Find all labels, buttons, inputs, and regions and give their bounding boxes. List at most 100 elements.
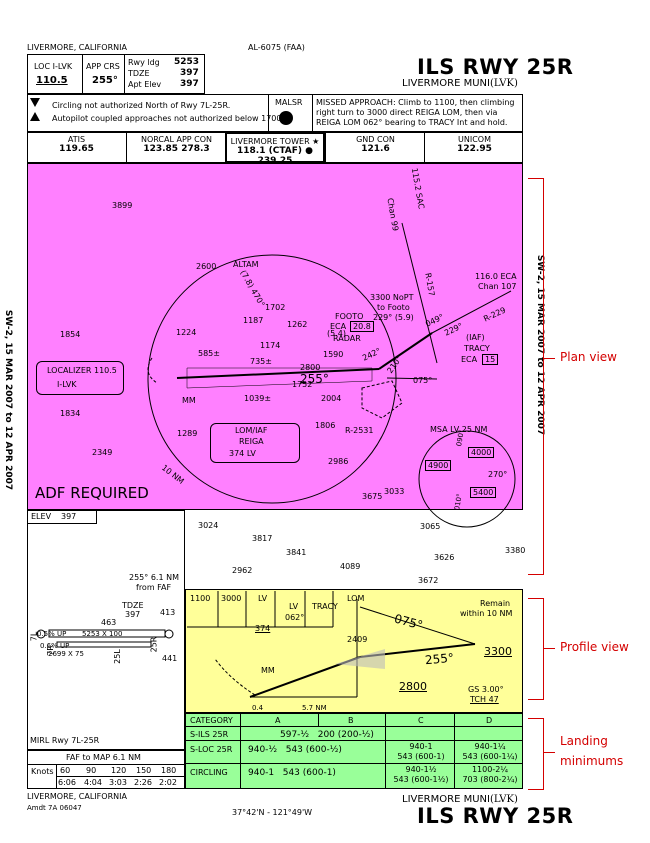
minimums-ab: 597-½ 200 (200-½) (280, 730, 374, 740)
to-footo-label: to Footo (377, 303, 410, 312)
msa-label: MSA LV 25 NM (430, 425, 488, 434)
obstacle-elev: 1289 (177, 429, 198, 438)
footer-city: LIVERMORE, CALIFORNIA (27, 792, 127, 801)
noPT-label: 3300 NoPT (370, 293, 414, 302)
minimums-row-label: S-ILS 25R (190, 730, 229, 739)
profile-view (185, 589, 523, 713)
apt-elev-label: Apt Elev (128, 80, 162, 89)
profile-remain2: within 10 NM (460, 609, 513, 618)
obstacle-elev: 3899 (112, 201, 133, 210)
minimums-row-label: CIRCLING (190, 768, 228, 777)
obstacle-elev: 1262 (287, 320, 308, 329)
profile-lom: LOM (347, 594, 365, 603)
mm-label: MM (182, 396, 196, 405)
footer-title: ILS RWY 25R (417, 804, 574, 828)
obstacle-elev: 2004 (321, 394, 342, 403)
minimums-d: 1100-2¼ 703 (800-2¼) (462, 765, 518, 784)
iaf-label: (IAF) (466, 333, 485, 342)
header-airport: LIVERMORE MUNI(LVK) (402, 78, 518, 89)
minimums-bracket (528, 718, 544, 790)
obstacle-elev: 1039± (244, 394, 272, 403)
radar-label: RADAR (333, 334, 361, 343)
faf-speed: 60 (60, 766, 71, 775)
callout-line (543, 752, 555, 753)
obstacle-elev: 1752 (292, 380, 313, 389)
divider (82, 55, 83, 93)
tracy-eca: ECA (461, 355, 478, 364)
adf-required: ADF REQUIRED (35, 484, 149, 502)
profile-2800: 2800 (399, 680, 427, 693)
minimums-ab: 940-1 543 (600-1) (248, 768, 336, 778)
comm-name: GND CON (356, 135, 395, 144)
msa-4900: 4900 (425, 460, 452, 471)
rwy-25r: 25R (149, 636, 159, 653)
comm-name: UNICOM (458, 135, 491, 144)
lom-label: LOM/IAF (235, 426, 268, 435)
footer-airport-name: LIVERMORE MUNI (402, 794, 490, 805)
obstacle-elev: 3817 (252, 534, 273, 543)
dates-left: SW-2, 15 MAR 2007 to 12 APR 2007 (3, 309, 13, 491)
tracy-dist: 15 (482, 354, 499, 365)
faf-time: 3:03 (109, 778, 127, 787)
faf-speed: 150 (136, 766, 152, 775)
obstacle-elev: 4089 (340, 562, 361, 571)
elev-box: ELEV 397 (27, 510, 97, 524)
obstacle-elev: 1806 (315, 421, 336, 430)
divider (124, 55, 125, 93)
profile-remain1: Remain (480, 599, 511, 608)
profile-dist-04: 0.4 (252, 704, 264, 712)
malsr-icon (279, 111, 293, 125)
comm-name: LIVERMORE TOWER ★ (230, 137, 320, 146)
eca-radial: 116.0 ECA (475, 272, 517, 281)
noPT-crs: 229° (5.9) (373, 313, 414, 322)
missed-approach-text: MISSED APPROACH: Climb to 1100, then cli… (316, 98, 515, 127)
profile-tracy: TRACY (312, 602, 338, 611)
msa-5400: 5400 (470, 487, 497, 498)
divider (56, 764, 57, 788)
final-crs-label: 255° (300, 372, 329, 386)
obstacle-elev: 585± (198, 349, 220, 358)
profile-lv: LV (258, 594, 268, 603)
minimums-block (185, 713, 523, 789)
msa-4000: 4000 (468, 447, 495, 458)
header-city: LIVERMORE, CALIFORNIA (27, 43, 127, 52)
faf-title: FAF to MAP 6.1 NM (66, 753, 141, 762)
callout-plan: Plan view (560, 350, 617, 364)
msa-270: 270° (488, 470, 508, 479)
profile-mm: MM (261, 666, 275, 675)
footer-amdt: Amdt 7A 06047 (27, 804, 82, 812)
tdze-label: TDZE (128, 69, 150, 78)
ad-tdze: 397 (125, 610, 141, 619)
callout-profile: Profile view (560, 640, 629, 654)
obstacle-elev: 1854 (60, 330, 81, 339)
divider (454, 713, 455, 789)
divider (28, 764, 184, 765)
caution-icon (30, 112, 40, 121)
footer-airport: LIVERMORE MUNI(LVK) (402, 794, 518, 805)
profile-lv2-crs: 062° (285, 613, 305, 622)
obstacle-elev: 2986 (328, 457, 349, 466)
faf-speed: 90 (86, 766, 97, 775)
localizer-id: I-LVK (57, 380, 77, 389)
callout-landing2: minimums (560, 754, 624, 768)
obstacle-elev: 3065 (420, 522, 441, 531)
obs-413: 413 (160, 608, 176, 617)
faf-speed: 120 (111, 766, 127, 775)
faf-note2: from FAF (136, 583, 172, 592)
rwy-7r: 7R (45, 645, 55, 656)
divider (385, 713, 386, 789)
footo-label: FOOTO (335, 312, 364, 321)
header-airport-id: (LVK) (489, 78, 518, 89)
app-crs-label: APP CRS (86, 62, 120, 71)
callout-line (543, 648, 555, 649)
knots-label: Knots (31, 767, 54, 776)
comm-name: NORCAL APP CON (140, 135, 213, 144)
callout-line (543, 358, 555, 359)
profile-dist-57: 5.7 NM (302, 704, 327, 712)
obstacle-elev: 2962 (232, 566, 253, 575)
minimums-header: A (275, 716, 281, 725)
